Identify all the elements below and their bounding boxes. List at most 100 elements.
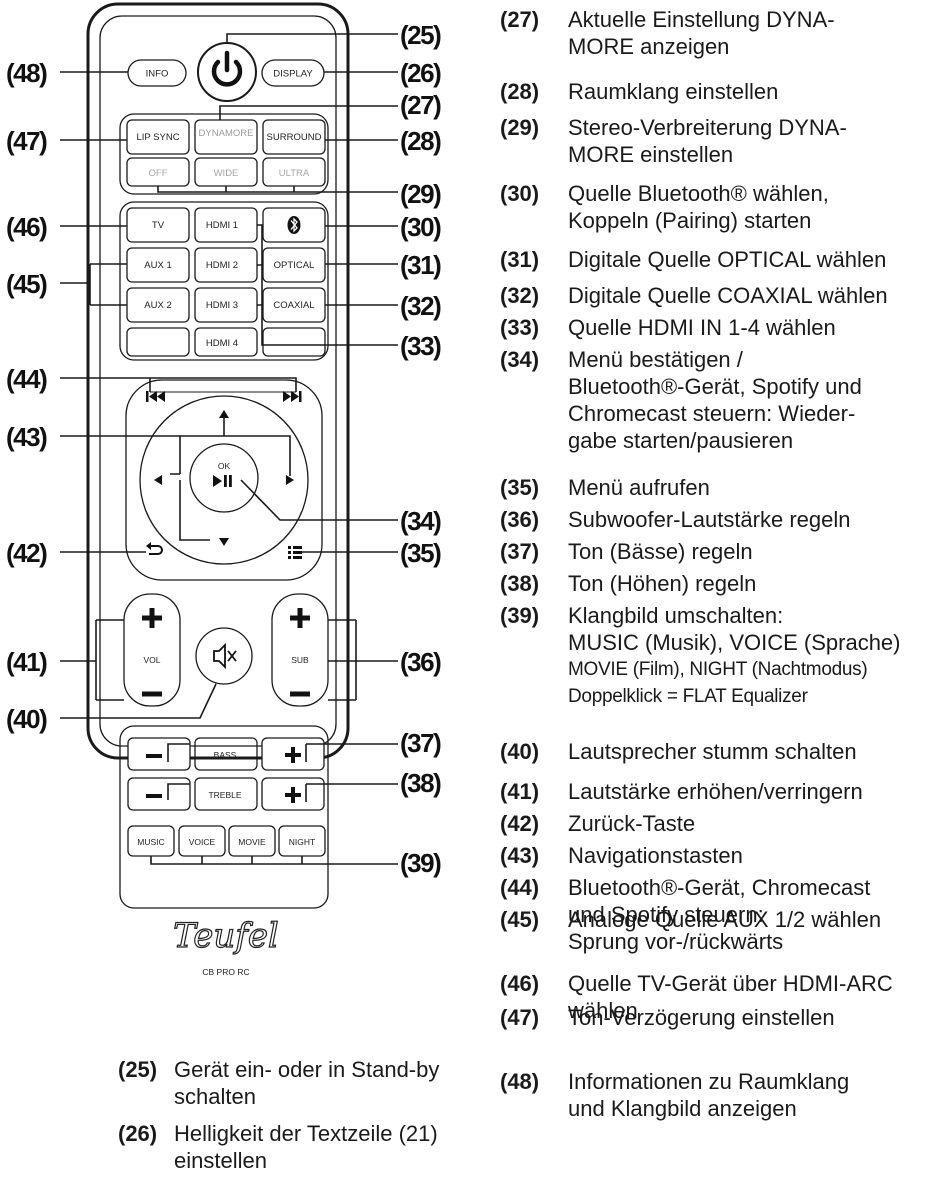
description-line: Quelle HDMI IN 1-4 wählen [568,315,836,340]
callout-27: (27) [400,90,441,120]
description-number: (36) [500,507,540,532]
description-line: Quelle Bluetooth® wählen, [568,181,829,206]
info-button[interactable] [127,59,187,87]
description-line: Klangbild umschalten: [568,603,784,628]
callout-25: (25) [400,20,441,50]
callout-36: (36) [400,647,441,677]
blank-right-button[interactable] [262,327,326,357]
description-number: (45) [500,907,540,932]
tv-button[interactable] [126,207,190,243]
display-button-label: DISPLAY [273,69,313,80]
description-line: Menü bestätigen / [568,347,743,372]
description-number: (38) [500,571,540,596]
ok-button-label: OK [218,461,231,471]
description-line: MOVIE (Film), NIGHT (Nachtmodus) [568,659,868,680]
dynamore-button[interactable] [194,119,258,155]
hdmi4-button-label: HDMI 4 [206,338,238,349]
sub-rocker[interactable] [271,593,329,707]
hdmi4-button[interactable] [194,327,258,357]
blank-left-button[interactable] [126,327,190,357]
callout-33: (33) [400,331,441,361]
description-line: Helligkeit der Textzeile (21) [174,1121,438,1146]
lip-sync-button[interactable] [126,119,190,155]
display-button[interactable] [261,59,325,87]
surround-button-label: SURROUND [267,132,322,143]
menu-icon[interactable] [288,546,302,559]
bluetooth-icon [287,216,301,234]
callout-46: (46) [6,212,47,242]
description-line: Zurück-Taste [568,811,696,836]
sub-label: SUB [291,655,309,665]
description-number: (41) [500,779,540,804]
surround-button[interactable] [262,119,326,155]
coaxial-button-label: COAXIAL [273,300,314,311]
description-number: (42) [500,811,540,836]
mute-icon [213,642,237,670]
description-line: Subwoofer-Lautstärke regeln [568,507,851,532]
description-line: Doppelklick = FLAT Equalizer [568,686,808,707]
description-line: Lautsprecher stumm schalten [568,739,857,764]
description-number: (43) [500,843,540,868]
callout-37: (37) [400,728,441,758]
dynamore-button-label: DYNAMORE [199,128,254,139]
description-number: (32) [500,283,540,308]
treble-label: TREBLE [208,790,241,800]
arrow-right-icon[interactable] [286,475,294,485]
description-line: MORE anzeigen [568,34,730,59]
wide-button-label: WIDE [214,168,239,179]
callout-26: (26) [400,58,441,88]
description-number: (34) [500,347,540,372]
description-line: Quelle TV-Gerät über HDMI-ARC [568,971,893,996]
bass-plus-icon [285,747,301,763]
off-button-label: OFF [149,168,168,179]
callout-35: (35) [400,538,441,568]
sub-up-icon[interactable] [290,608,310,628]
description-number: (27) [500,7,540,32]
description-number: (44) [500,875,540,900]
arrow-up-icon[interactable] [219,410,229,418]
description-line: Gerät ein- oder in Stand-by [174,1057,440,1082]
description-line: wählen [568,998,638,1023]
description-line: MUSIC (Musik), VOICE (Sprache) [568,630,901,655]
description-line: schalten [174,1084,256,1109]
description-number: (39) [500,603,540,628]
back-icon[interactable] [146,542,163,555]
tone-block [119,725,329,909]
info-button-label: INFO [146,69,169,80]
callout-47: (47) [6,126,47,156]
description-line: Ton-Verzögerung einstellen [568,1005,835,1030]
lip-sync-button-label: LIP SYNC [136,132,179,143]
optical-button[interactable] [262,247,326,283]
arrow-down-icon[interactable] [219,538,229,546]
hdmi3-button-label: HDMI 3 [206,300,238,311]
description-line: MORE einstellen [568,142,734,167]
aux1-button[interactable] [126,247,190,283]
aux1-button-label: AUX 1 [144,260,171,271]
description-line: Bluetooth®-Gerät, Spotify und [568,374,862,399]
volume-up-icon[interactable] [142,608,162,628]
mute-button[interactable] [195,627,253,685]
description-line: Raumklang einstellen [568,79,779,104]
volume-rocker[interactable] [123,593,181,707]
description-number: (48) [500,1069,540,1094]
description-number: (40) [500,739,540,764]
description-line: Koppeln (Pairing) starten [568,208,812,233]
callout-39: (39) [400,848,441,878]
description-number: (26) [118,1121,158,1146]
description-number: (47) [500,1005,540,1030]
model-label: CB PRO RC [202,967,249,977]
aux2-button-label: AUX 2 [144,300,171,311]
description-number: (33) [500,315,540,340]
callout-44: (44) [6,364,47,394]
callout-48: (48) [6,58,47,88]
description-line: gabe starten/pausieren [568,428,794,453]
description-line: Lautstärke erhöhen/verringern [568,779,863,804]
description-line: Aktuelle Einstellung DYNA- [568,7,835,32]
volume-label: VOL [143,655,160,665]
callout-34: (34) [400,506,441,536]
callout-45: (45) [6,269,47,299]
description-line: Digitale Quelle OPTICAL wählen [568,247,887,272]
arrow-left-icon[interactable] [154,475,162,485]
description-line: Stereo-Verbreiterung DYNA- [568,115,847,140]
